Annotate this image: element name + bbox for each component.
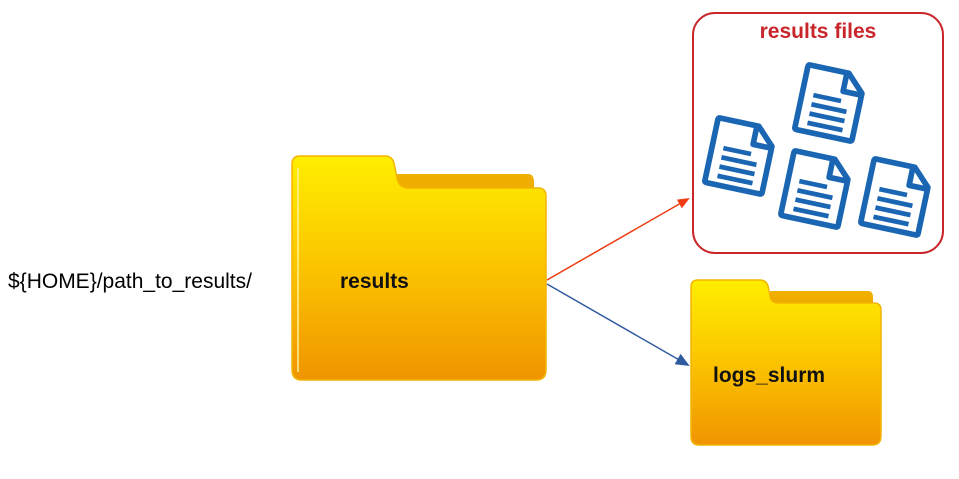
arrow-to-results-files [546, 198, 690, 281]
logs-slurm-folder-icon[interactable] [690, 279, 882, 446]
arrow-to-logs-slurm [546, 283, 690, 366]
results-folder-icon[interactable] [291, 155, 547, 381]
results-files-title: results files [759, 20, 877, 43]
results-path-label: ${HOME}/path_to_results/ [8, 270, 252, 293]
logs-slurm-folder-label[interactable]: logs_slurm [713, 364, 826, 387]
results-folder-label[interactable]: results [340, 270, 409, 293]
